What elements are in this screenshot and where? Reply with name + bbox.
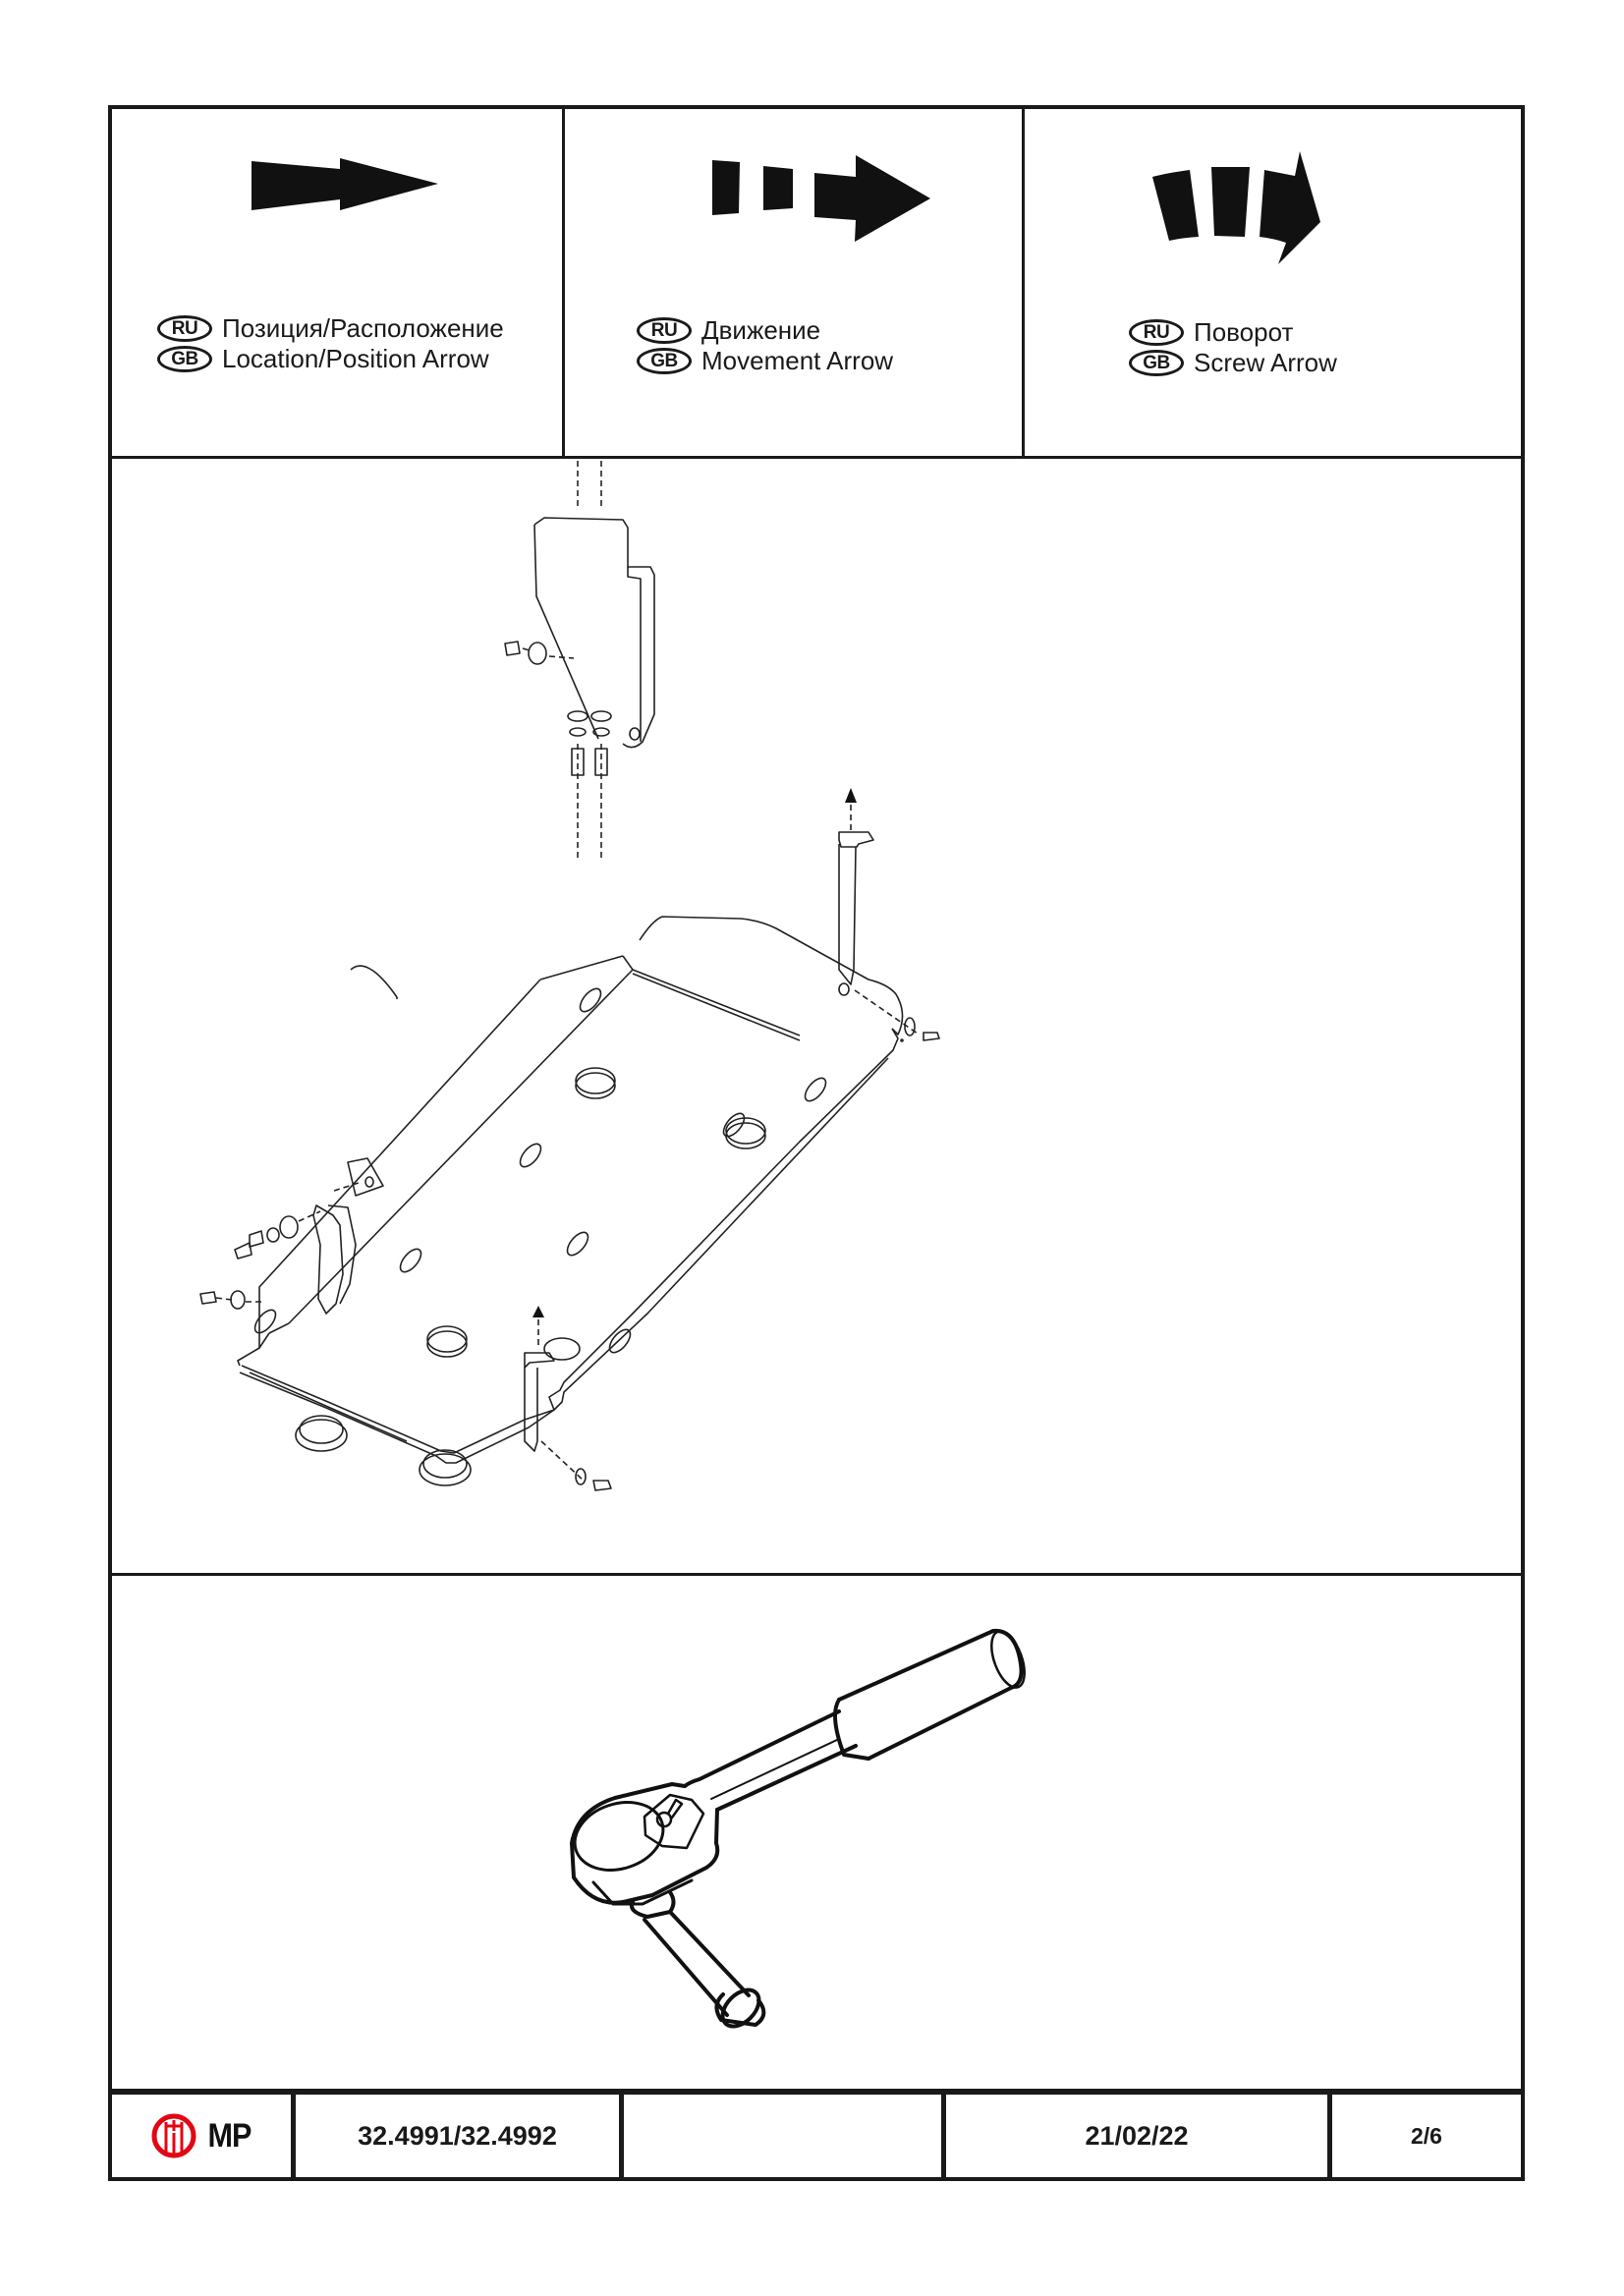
ratchet-handle xyxy=(683,1628,1026,1812)
skid-plate xyxy=(358,1441,819,1573)
skid-plate-assembly-drawing xyxy=(199,459,940,1573)
instruction-sheet-frame: RU Позиция/Расположение GB Location/Positi… xyxy=(108,105,1525,2181)
footer-part-number: 32.4991/32.4992 xyxy=(358,2120,557,2151)
ru-label: Движение xyxy=(701,315,821,345)
ru-badge: RU xyxy=(157,315,212,342)
legend-divider-1 xyxy=(562,109,565,459)
upper-mount-bracket xyxy=(533,459,655,862)
footer-divider xyxy=(619,2095,624,2177)
legend-row-divider xyxy=(112,456,1521,459)
legend-text-location: RU Позиция/Расположение GB Location/Positi… xyxy=(157,313,504,374)
mp-logo-icon xyxy=(151,2113,196,2158)
logo-text: MP xyxy=(206,2116,252,2155)
company-logo: MP xyxy=(150,2112,253,2159)
gb-label: Screw Arrow xyxy=(1194,348,1337,377)
gb-badge: GB xyxy=(157,346,212,372)
legend-text-screw: RU Поворот GB Screw Arrow xyxy=(1129,317,1337,378)
gb-badge: GB xyxy=(1129,350,1184,376)
legend-cell-movement: RU Движение GB Movement Arrow xyxy=(565,109,1022,456)
footer-title-block: MP 32.4991/32.4992 21/02/22 2/6 xyxy=(112,2089,1521,2177)
extension-bar-and-socket xyxy=(630,1890,766,2029)
location-arrow-icon xyxy=(252,158,438,210)
rear-right-bracket xyxy=(838,788,940,1041)
movement-arrow-icon xyxy=(712,155,930,242)
ru-label: Поворот xyxy=(1194,317,1294,347)
ru-badge: RU xyxy=(1129,319,1184,346)
plate-slots xyxy=(253,987,827,1354)
ratchet-head xyxy=(570,1782,720,1906)
drawing-row-divider xyxy=(112,1573,1521,1576)
gb-label: Movement Arrow xyxy=(701,346,894,375)
front-center-bracket xyxy=(524,1306,612,1491)
screw-arrow-icon xyxy=(1152,151,1320,264)
gb-badge: GB xyxy=(637,348,692,374)
footer-divider xyxy=(941,2095,946,2177)
footer-logo-cell: MP xyxy=(112,2095,291,2177)
legend-cell-screw: RU Поворот GB Screw Arrow xyxy=(1025,109,1525,456)
footer-divider xyxy=(1327,2095,1332,2177)
footer-date: 21/02/22 xyxy=(1085,2120,1189,2151)
footer-blank-cell xyxy=(624,2095,941,2177)
legend-divider-2 xyxy=(1022,109,1025,459)
footer-divider xyxy=(291,2095,296,2177)
ratchet-wrench-drawing xyxy=(570,1628,1026,2029)
legend-cell-location: RU Позиция/Расположение GB Location/Positi… xyxy=(112,109,562,456)
ru-badge: RU xyxy=(637,317,692,344)
gb-label: Location/Position Arrow xyxy=(222,344,489,373)
legend-text-movement: RU Движение GB Movement Arrow xyxy=(637,315,893,376)
plate-drain-plugs xyxy=(295,1067,766,1486)
ru-label: Позиция/Расположение xyxy=(222,313,504,343)
left-front-clip xyxy=(199,641,904,1315)
footer-page-number: 2/6 xyxy=(1411,2122,1442,2149)
